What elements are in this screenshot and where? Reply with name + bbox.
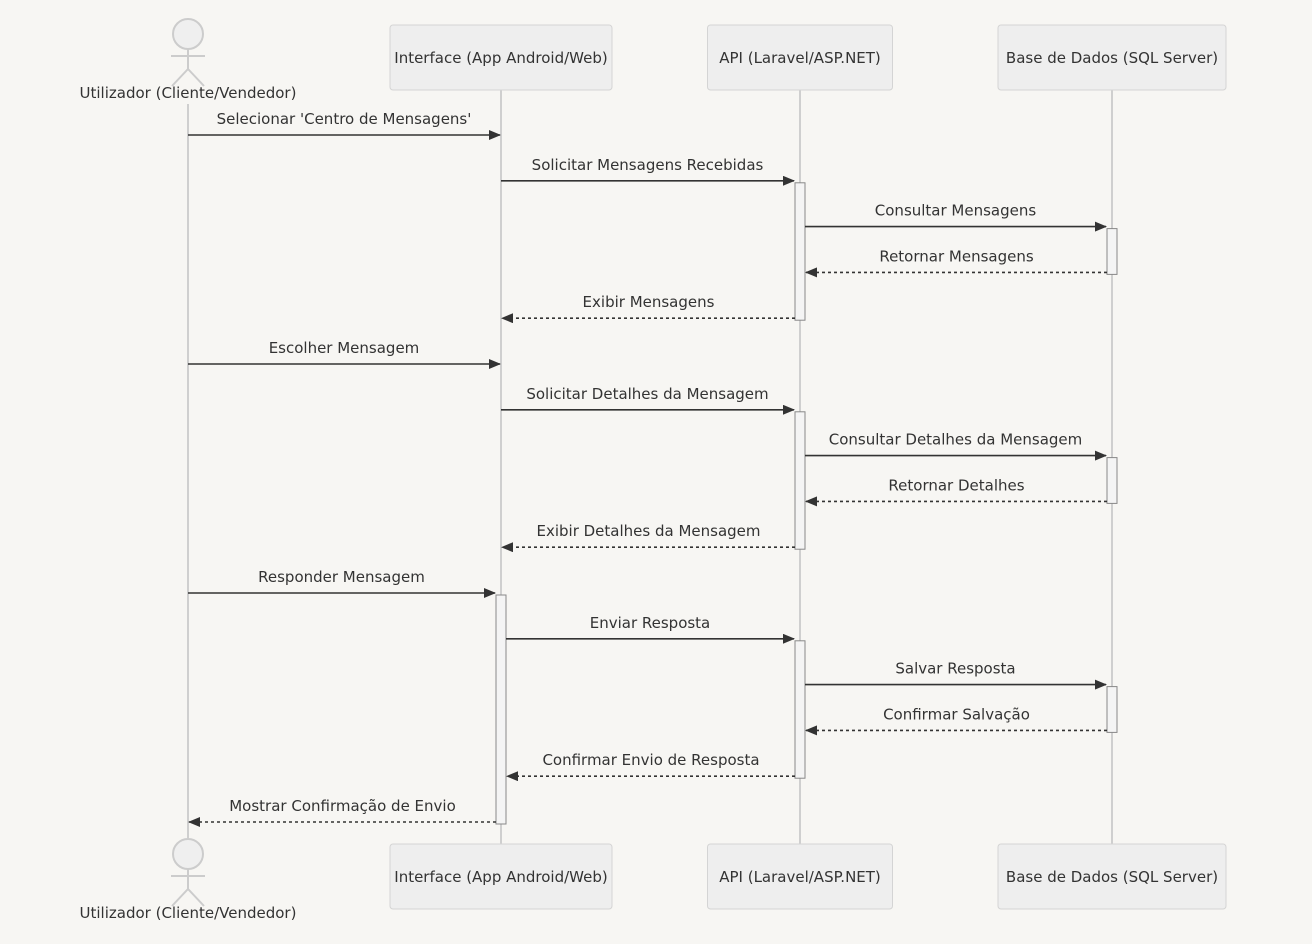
participant-box	[707, 24, 893, 91]
message-label: Solicitar Mensagens Recebidas	[532, 156, 764, 174]
participant-ui-top: Interface (App Android/Web)	[389, 24, 613, 91]
message-label: Retornar Detalhes	[888, 476, 1024, 494]
message-label: Exibir Detalhes da Mensagem	[536, 522, 760, 540]
message-label: Escolher Mensagem	[269, 339, 420, 357]
participant-label: API (Laravel/ASP.NET)	[719, 868, 881, 886]
message-label: Exibir Mensagens	[583, 293, 715, 311]
participant-api-top: API (Laravel/ASP.NET)	[707, 24, 893, 91]
activation-bar-db	[1106, 228, 1118, 275]
message-mostrar-confirmacao-de-envio: Mostrar Confirmação de Envio	[188, 797, 496, 827]
activation-bar-api	[794, 411, 806, 550]
message-label: Consultar Mensagens	[875, 202, 1037, 220]
actor-label: Utilizador (Cliente/Vendedor)	[80, 904, 297, 922]
participant-box	[389, 24, 613, 91]
participant-db-top: Base de Dados (SQL Server)	[997, 24, 1227, 91]
participant-ui-bottom: Interface (App Android/Web)	[389, 843, 613, 910]
participant-box	[997, 843, 1227, 910]
participant-user-top: Utilizador (Cliente/Vendedor)	[80, 18, 297, 102]
message-salvar-resposta: Salvar Resposta	[805, 660, 1107, 690]
activation-bar-ui	[495, 594, 507, 825]
participant-box	[389, 843, 613, 910]
message-label: Responder Mensagem	[258, 568, 425, 586]
participant-box	[997, 24, 1227, 91]
actor-head	[172, 838, 204, 870]
actor-leg-left	[171, 888, 189, 907]
message-label: Selecionar 'Centro de Mensagens'	[217, 110, 472, 128]
participant-label: Base de Dados (SQL Server)	[1006, 49, 1218, 67]
participant-user-bottom: Utilizador (Cliente/Vendedor)	[80, 838, 297, 922]
message-label: Mostrar Confirmação de Envio	[229, 797, 456, 815]
participant-api-bottom: API (Laravel/ASP.NET)	[707, 843, 893, 910]
participant-box	[707, 843, 893, 910]
activation-bar-db	[1106, 686, 1118, 733]
message-label: Confirmar Salvação	[883, 705, 1030, 723]
participant-label: Interface (App Android/Web)	[394, 49, 607, 67]
message-escolher-mensagem: Escolher Mensagem	[188, 339, 501, 369]
message-responder-mensagem: Responder Mensagem	[188, 568, 496, 598]
message-label: Retornar Mensagens	[879, 247, 1034, 265]
message-retornar-detalhes: Retornar Detalhes	[805, 476, 1107, 507]
message-solicitar-mensagens-recebidas: Solicitar Mensagens Recebidas	[501, 156, 795, 186]
actor-leg-left	[171, 68, 189, 87]
message-confirmar-salvacao: Confirmar Salvação	[805, 705, 1107, 736]
message-consultar-mensagens: Consultar Mensagens	[805, 202, 1107, 232]
actor-leg-right	[187, 68, 205, 87]
message-confirmar-envio-de-resposta: Confirmar Envio de Resposta	[506, 751, 795, 782]
message-label: Salvar Resposta	[895, 660, 1015, 678]
participant-label: Base de Dados (SQL Server)	[1006, 868, 1218, 886]
message-retornar-mensagens: Retornar Mensagens	[805, 247, 1107, 278]
participant-db-bottom: Base de Dados (SQL Server)	[997, 843, 1227, 910]
activation-bar-api	[794, 182, 806, 321]
message-label: Consultar Detalhes da Mensagem	[829, 431, 1083, 449]
message-label: Enviar Resposta	[590, 614, 711, 632]
activation-bar-db	[1106, 457, 1118, 504]
message-consultar-detalhes-da-mensagem: Consultar Detalhes da Mensagem	[805, 431, 1107, 461]
message-exibir-detalhes-da-mensagem: Exibir Detalhes da Mensagem	[501, 522, 795, 553]
actor-label: Utilizador (Cliente/Vendedor)	[80, 84, 297, 102]
message-label: Confirmar Envio de Resposta	[542, 751, 759, 769]
message-label: Solicitar Detalhes da Mensagem	[526, 385, 768, 403]
message-enviar-resposta: Enviar Resposta	[506, 614, 795, 644]
message-selecionar-centro-de-mensagens: Selecionar 'Centro de Mensagens'	[188, 110, 501, 140]
participant-label: API (Laravel/ASP.NET)	[719, 49, 881, 67]
actor-leg-right	[187, 888, 205, 907]
message-solicitar-detalhes-da-mensagem: Solicitar Detalhes da Mensagem	[501, 385, 795, 415]
participant-label: Interface (App Android/Web)	[394, 868, 607, 886]
message-exibir-mensagens: Exibir Mensagens	[501, 293, 795, 324]
activation-bar-api	[794, 640, 806, 779]
actor-head	[172, 18, 204, 50]
